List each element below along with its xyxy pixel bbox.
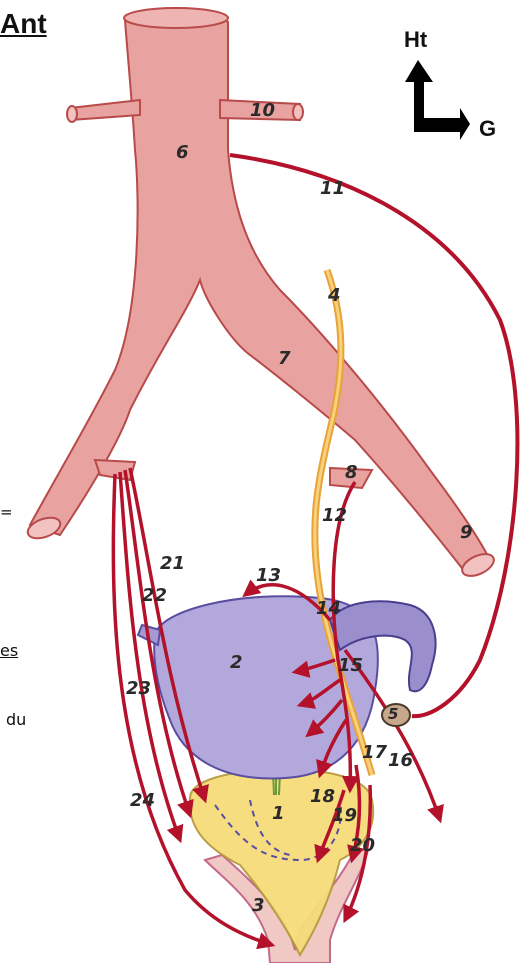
label-2: 2 xyxy=(230,652,243,673)
label-8: 8 xyxy=(345,462,358,483)
label-9: 9 xyxy=(460,522,473,543)
label-23: 23 xyxy=(126,678,151,699)
left-fragment-es: es xyxy=(0,641,18,660)
compass-right-label: G xyxy=(479,116,496,142)
label-3: 3 xyxy=(252,895,265,916)
label-6: 6 xyxy=(176,142,189,163)
label-24: 24 xyxy=(130,790,155,811)
compass-arrows xyxy=(405,60,470,140)
label-4: 4 xyxy=(328,285,341,306)
aorta-top xyxy=(124,8,228,28)
label-7: 7 xyxy=(278,348,291,369)
renal-artery-left xyxy=(70,100,140,120)
label-5: 5 xyxy=(388,705,398,723)
label-1: 1 xyxy=(272,803,285,824)
label-20: 20 xyxy=(350,835,375,856)
label-13: 13 xyxy=(256,565,281,586)
label-12: 12 xyxy=(322,505,347,526)
label-10: 10 xyxy=(250,100,275,121)
label-15: 15 xyxy=(338,655,363,676)
label-16: 16 xyxy=(388,750,413,771)
compass-up-label: Ht xyxy=(404,27,427,53)
page-title: Ant xyxy=(0,8,47,40)
label-19: 19 xyxy=(332,805,357,826)
label-22: 22 xyxy=(142,585,167,606)
label-11: 11 xyxy=(320,178,345,199)
label-17: 17 xyxy=(362,742,387,763)
label-14: 14 xyxy=(316,598,341,619)
left-fragment-du: du xyxy=(6,710,26,729)
label-18: 18 xyxy=(310,786,335,807)
left-fragment-eq: = xyxy=(0,503,13,521)
label-21: 21 xyxy=(160,553,185,574)
